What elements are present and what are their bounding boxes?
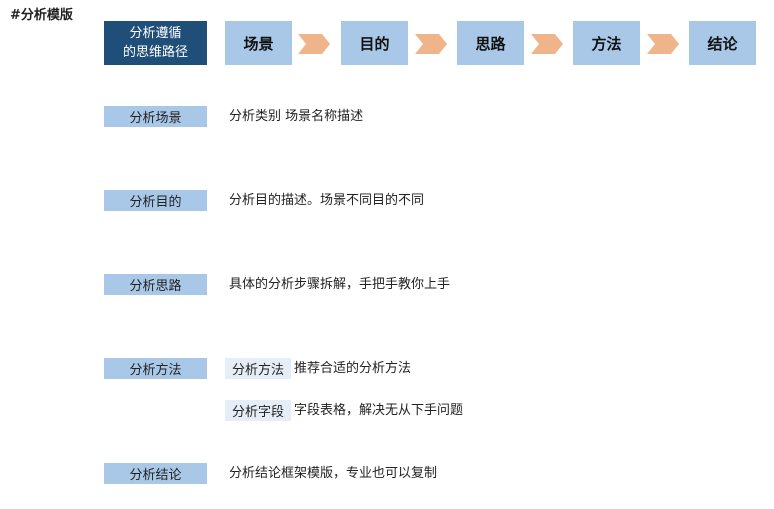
flow-step-goal: 目的 xyxy=(341,21,408,65)
flow-header-line1: 分析遵循 xyxy=(129,26,182,41)
section-label-conclusion: 分析结论 xyxy=(104,463,207,484)
section-label-approach: 分析思路 xyxy=(104,274,207,295)
section-text-approach: 具体的分析步骤拆解，手把手教你上手 xyxy=(229,277,451,292)
method-tag-method: 分析方法 xyxy=(225,358,291,379)
flow-step-method: 方法 xyxy=(573,21,640,65)
section-text-conclusion: 分析结论框架模版，专业也可以复制 xyxy=(229,466,438,481)
flow-step-scene: 场景 xyxy=(225,21,292,65)
method-tag-field: 分析字段 xyxy=(225,400,291,421)
section-label-scene: 分析场景 xyxy=(104,106,207,127)
flow-step-conclusion: 结论 xyxy=(689,21,756,65)
chevron-right-icon xyxy=(647,34,679,54)
chevron-right-icon xyxy=(531,34,563,54)
section-label-goal: 分析目的 xyxy=(104,190,207,211)
chevron-right-icon xyxy=(415,34,447,54)
section-label-method: 分析方法 xyxy=(104,358,207,379)
method-text-field: 字段表格，解决无从下手问题 xyxy=(294,403,464,418)
section-text-scene: 分析类别 场景名称描述 xyxy=(229,109,364,124)
chevron-right-icon xyxy=(298,34,330,54)
method-text-method: 推荐合适的分析方法 xyxy=(294,361,412,376)
section-text-goal: 分析目的描述。场景不同目的不同 xyxy=(229,193,425,208)
flow-header-box: 分析遵循 的思维路径 xyxy=(104,21,207,65)
page-title: #分析模版 xyxy=(10,8,73,23)
flow-header-line2: 的思维路径 xyxy=(122,45,188,60)
flow-step-approach: 思路 xyxy=(457,21,524,65)
